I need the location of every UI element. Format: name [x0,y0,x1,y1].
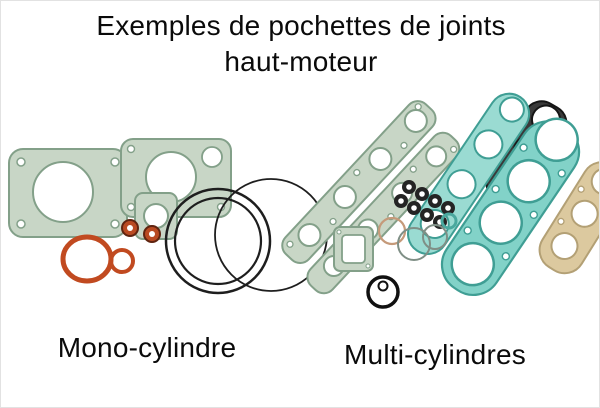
gasket-sets-photo [8,92,599,309]
thin-sealing-rings [377,212,458,261]
caption-mono-cylindre: Mono-cylindre [57,332,237,363]
o-rings-orange [121,219,161,243]
exhaust-ring-small [109,248,135,274]
mono-gasket-set [8,138,328,295]
page-title: Exemples de pochettes de joints haut-mot… [1,8,599,80]
title-line-1: Exemples de pochettes de joints [96,10,506,41]
valve-stem-seals [394,180,455,229]
exhaust-ring-large [60,234,114,284]
title-line-2: haut-moteur [224,46,378,77]
black-ring-seal [366,275,400,309]
multi-gasket-set [281,92,599,309]
small-cover-gasket [134,192,178,240]
small-square-gasket [333,226,374,272]
teal-head-gaskets [407,92,581,297]
caption-multi-cylindres: Multi-cylindres [344,339,526,370]
tan-head-gasket [538,161,599,275]
cylinder-head-gasket [8,148,128,238]
